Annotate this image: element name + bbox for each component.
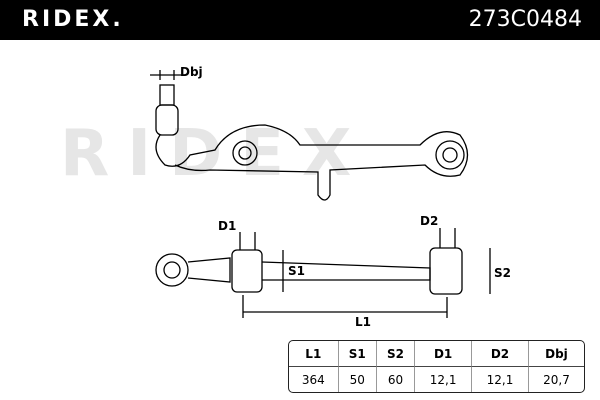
header-s2: S2 <box>376 341 416 367</box>
d2-label: D2 <box>420 214 438 228</box>
arm-top-view <box>155 228 491 318</box>
header-l1: L1 <box>289 341 339 367</box>
value-s2: 60 <box>377 367 416 392</box>
brand-logo: RIDEX. <box>22 7 124 32</box>
value-s1: 50 <box>339 367 377 392</box>
arm-side-view <box>150 70 469 201</box>
header-d2: D2 <box>472 341 529 367</box>
value-d2: 12,1 <box>472 367 529 392</box>
header-bar: RIDEX. 273C0484 <box>0 0 600 40</box>
dbj-label: Dbj <box>180 65 203 79</box>
value-l1: 364 <box>289 367 339 392</box>
value-d1: 12,1 <box>415 367 473 392</box>
specs-table: L1 S1 S2 D1 D2 Dbj 364 50 60 12,1 12,1 2… <box>288 340 585 393</box>
watermark: RIDEX <box>60 117 370 191</box>
l1-label: L1 <box>355 315 371 329</box>
header-d1: D1 <box>415 341 473 367</box>
specs-value-row: 364 50 60 12,1 12,1 20,7 <box>289 367 584 392</box>
s1-label: S1 <box>288 264 305 278</box>
header-s1: S1 <box>338 341 377 367</box>
header-dbj: Dbj <box>528 341 584 367</box>
d1-label: D1 <box>218 219 236 233</box>
specs-header-row: L1 S1 S2 D1 D2 Dbj <box>289 341 584 367</box>
value-dbj: 20,7 <box>543 372 570 387</box>
part-number: 273C0484 <box>468 7 582 32</box>
s2-label: S2 <box>494 266 511 280</box>
